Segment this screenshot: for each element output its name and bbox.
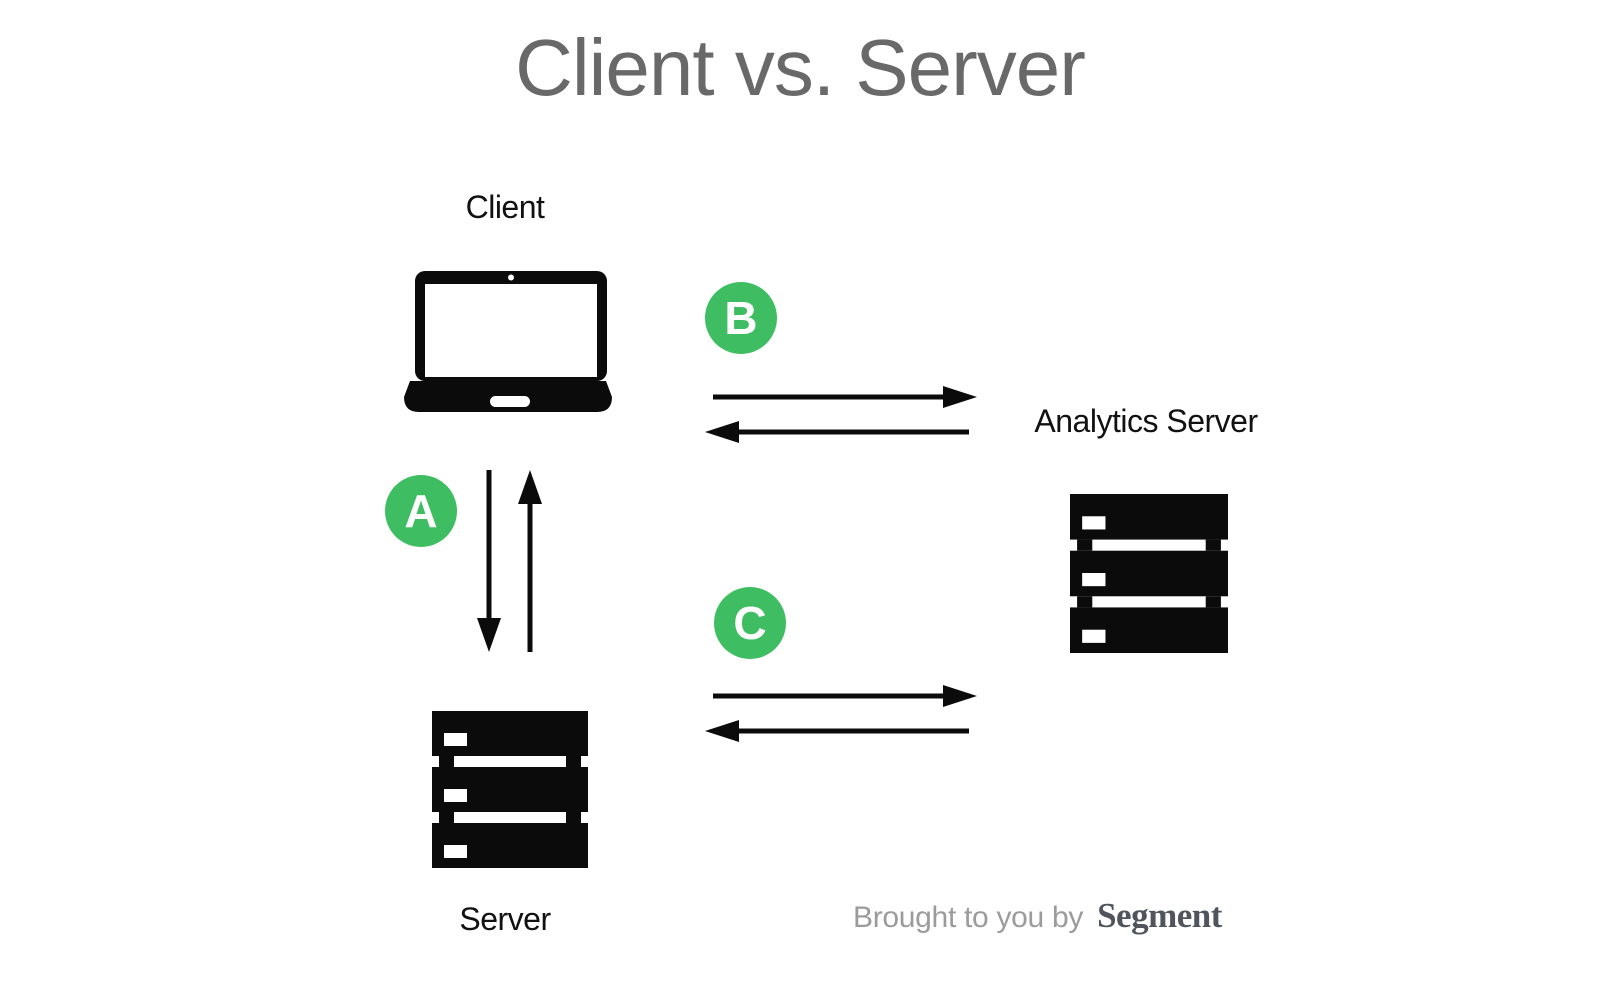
badge-a-label: A xyxy=(404,485,438,537)
client-to-analytics-arrow xyxy=(713,386,977,408)
badge-a: A xyxy=(385,475,457,547)
footer-attribution: Brought to you by Segment xyxy=(853,896,1222,936)
client-to-server-arrow xyxy=(477,470,501,652)
server-to-analytics-arrow xyxy=(713,685,977,707)
page-title: Client vs. Server xyxy=(515,23,1086,112)
badge-c: C xyxy=(714,587,786,659)
server-label: Server xyxy=(459,901,551,937)
segment-wordmark: Segment xyxy=(1097,896,1222,935)
badge-b: B xyxy=(705,282,777,354)
badge-b-label: B xyxy=(724,292,758,344)
analytics-to-server-arrow xyxy=(705,720,969,742)
analytics-to-client-arrow xyxy=(705,421,969,443)
analytics-server-icon xyxy=(1070,494,1228,653)
server-to-client-arrow xyxy=(518,470,542,652)
badge-c-label: C xyxy=(733,597,767,649)
footer-text: Brought to you by xyxy=(853,901,1084,934)
laptop-icon xyxy=(404,271,612,412)
analytics-server-label: Analytics Server xyxy=(1034,403,1258,439)
server-icon xyxy=(432,711,588,868)
client-label: Client xyxy=(465,189,545,225)
